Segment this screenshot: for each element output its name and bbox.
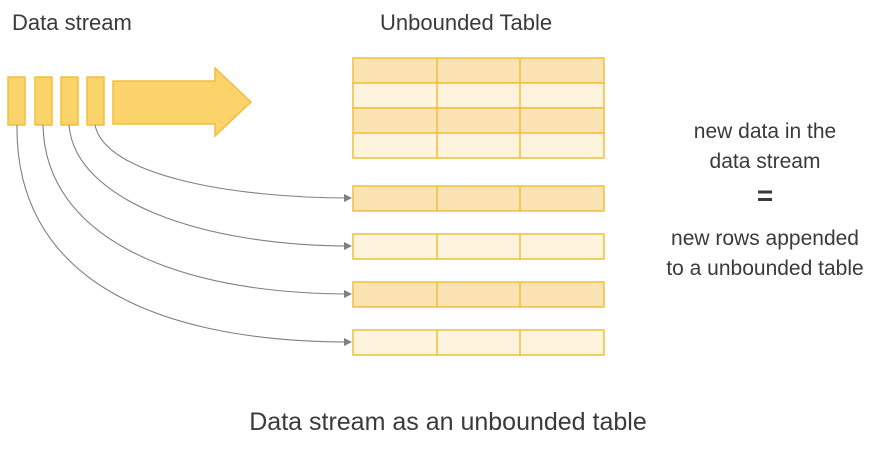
stream-block-3 bbox=[60, 76, 79, 126]
diagram-caption: Data stream as an unbounded table bbox=[249, 408, 647, 436]
existing-table bbox=[352, 57, 605, 159]
side-note-line-4: to a unbounded table bbox=[666, 257, 864, 280]
connector-arrow-4 bbox=[16, 124, 352, 346]
stream-blocks bbox=[7, 76, 105, 126]
connector-arrow-1 bbox=[94, 124, 352, 202]
stream-block-1 bbox=[7, 76, 26, 126]
new-rows bbox=[352, 185, 605, 356]
new-row-1 bbox=[352, 185, 605, 212]
side-note-line-3: new rows appended bbox=[671, 227, 859, 250]
data-stream-label: Data stream bbox=[12, 10, 132, 35]
connector-arrows bbox=[16, 124, 352, 346]
new-row-4 bbox=[352, 329, 605, 356]
unbounded-table-label: Unbounded Table bbox=[380, 10, 553, 35]
side-note-line-1: new data in the bbox=[693, 120, 837, 143]
connector-arrow-2 bbox=[68, 124, 352, 250]
stream-block-2 bbox=[34, 76, 53, 126]
side-note-line-2: data stream bbox=[709, 150, 821, 173]
stream-flow-arrow bbox=[112, 66, 253, 138]
table-row bbox=[352, 132, 605, 159]
new-row-2 bbox=[352, 233, 605, 260]
equals-sign: = bbox=[756, 180, 774, 211]
table-row bbox=[352, 107, 605, 134]
connector-arrow-3 bbox=[42, 124, 352, 298]
stream-block-4 bbox=[86, 76, 105, 126]
table-row bbox=[352, 82, 605, 109]
new-row-3 bbox=[352, 281, 605, 308]
table-row bbox=[352, 57, 605, 84]
